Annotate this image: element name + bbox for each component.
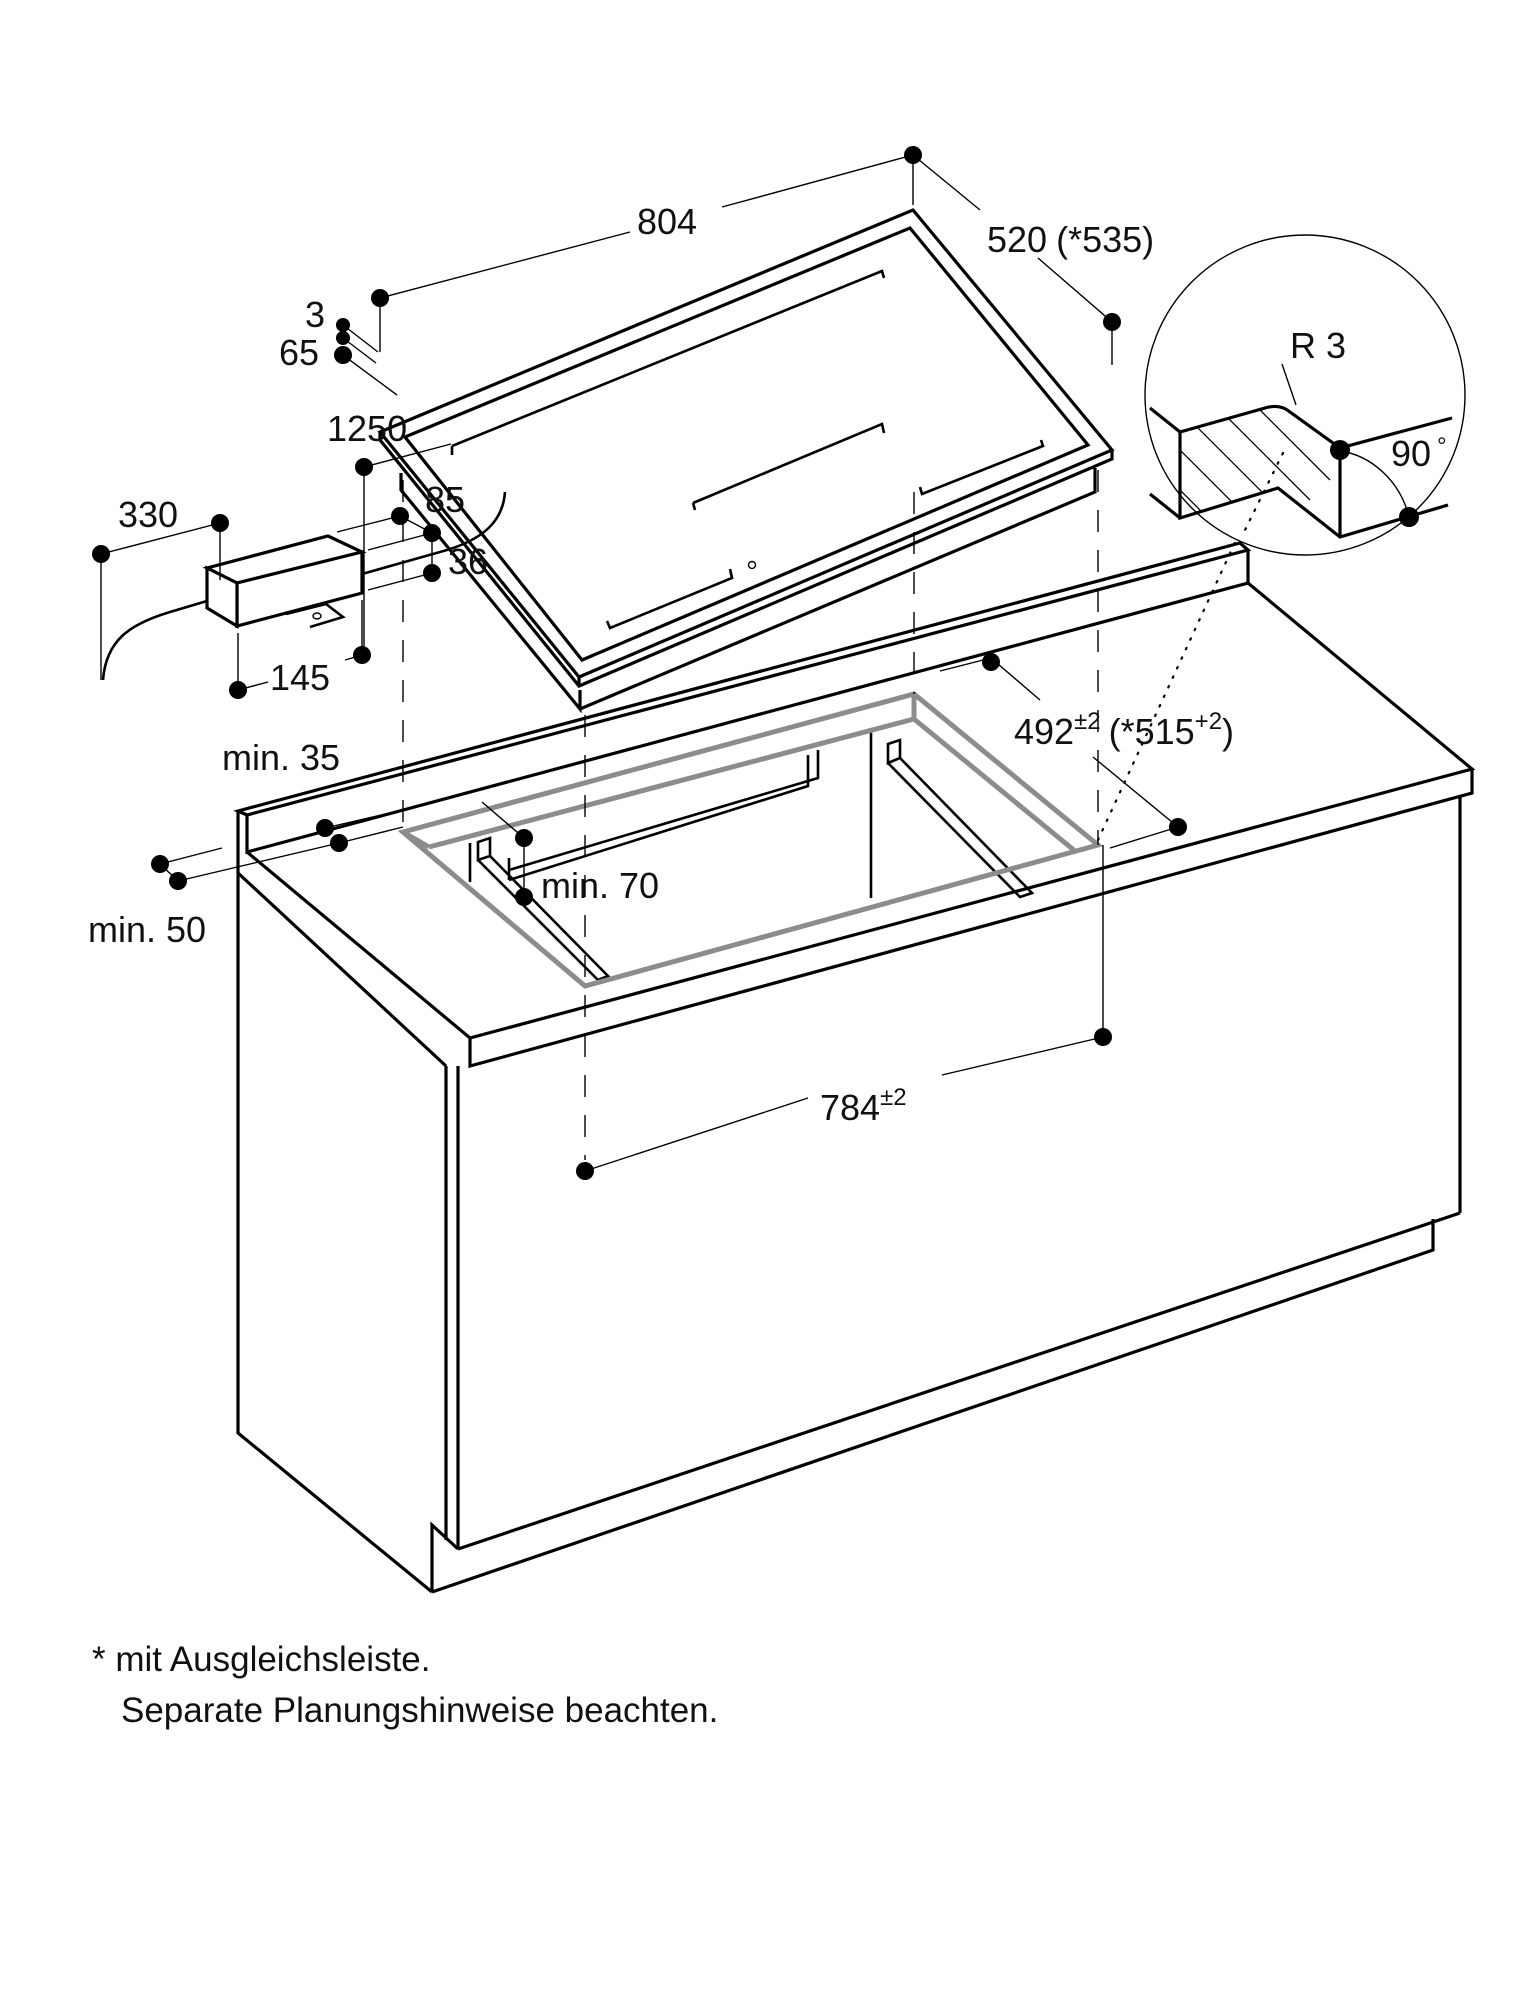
- label-min-back: min. 35: [222, 737, 340, 778]
- dimension-point: [151, 855, 169, 873]
- label-min-front: min. 50: [88, 909, 206, 950]
- label-radius: R 3: [1290, 325, 1346, 366]
- plinth: [431, 1219, 1435, 1594]
- dimension-point: [316, 819, 334, 837]
- cooktop-zone-mark: [450, 269, 886, 455]
- label-cutout-width: 784±2: [820, 1084, 907, 1128]
- label-cooktop-width: 804: [637, 201, 697, 242]
- dimension-point: [423, 524, 441, 542]
- footnote-line-1: * mit Ausgleichsleiste.: [92, 1640, 431, 1679]
- dimension-point: [1169, 818, 1187, 836]
- dimension-point: [391, 507, 409, 525]
- dimension-point: [92, 545, 110, 563]
- detail-magnifier: [1144, 234, 1466, 556]
- cooktop-body: [579, 468, 1097, 711]
- front-rail-left: [508, 755, 810, 882]
- dimension-lines: [92, 146, 1187, 1180]
- power-cable: [361, 491, 507, 576]
- label-cooktop-depth: 520(*535): [987, 219, 1154, 260]
- dimension-point: [1094, 1028, 1112, 1046]
- labels: 804 520(*535) 3 65 1250 330 85 36 145 mi…: [88, 201, 1447, 1128]
- label-box-length: 145: [270, 657, 330, 698]
- plinth-notch: [430, 1521, 460, 1592]
- dimension-point: [1103, 313, 1121, 331]
- label-cable-offset: 330: [118, 494, 178, 535]
- dimension-point: [515, 829, 533, 847]
- label-cable-length: 1250: [327, 408, 407, 449]
- label-box-height: 36: [448, 541, 488, 582]
- label-angle: 90°: [1391, 433, 1447, 474]
- cooktop-sensor-dot: [747, 560, 757, 570]
- cooktop-zone-mark: [691, 422, 886, 511]
- detail-profile-top: [1149, 404, 1453, 450]
- dimension-point: [371, 289, 389, 307]
- dimension-point: [1399, 507, 1419, 527]
- side-rail-left: [477, 855, 611, 982]
- detail-circle: [1144, 234, 1466, 556]
- dimension-point: [576, 1162, 594, 1180]
- dimension-point: [336, 331, 350, 345]
- box-mount-plate: [285, 602, 346, 629]
- dimension-point: [1330, 440, 1350, 460]
- dimension-point: [353, 646, 371, 664]
- dimension-point: [423, 564, 441, 582]
- backsplash-front: [245, 550, 1250, 855]
- dimension-point: [229, 681, 247, 699]
- cooktop-zone-mark: [605, 568, 734, 630]
- dimension-point: [211, 514, 229, 532]
- detail-profile-bottom: [1178, 432, 1449, 539]
- dimension-point: [355, 458, 373, 476]
- footnote-line-2: Separate Planungshinweise beachten.: [121, 1691, 719, 1730]
- label-glass-thickness: 3: [305, 294, 325, 335]
- box-side: [205, 565, 239, 629]
- power-cable-end: [101, 599, 208, 681]
- dimension-point: [330, 834, 348, 852]
- label-min-side: min. 70: [541, 865, 659, 906]
- label-cutout-depth: 492±2(*515+2): [1014, 708, 1234, 752]
- door-bottom-edge: [457, 1211, 1461, 1551]
- label-box-width: 85: [425, 479, 465, 520]
- cooktop: [377, 208, 1115, 714]
- countertop: [233, 541, 1476, 1069]
- counter-front-edge: [468, 769, 1474, 1069]
- radius-leader: [1281, 363, 1297, 406]
- cabinet-left-side: [236, 873, 434, 1594]
- cutout-ledge-right: [911, 694, 1077, 853]
- counter-surface: [245, 581, 1476, 1040]
- dimension-point: [169, 872, 187, 890]
- dimension-point: [982, 653, 1000, 671]
- cabinet: [236, 796, 1462, 1594]
- cooktop-frame: [402, 226, 1091, 662]
- dimension-point: [515, 888, 533, 906]
- side-rail-right: [887, 757, 1035, 899]
- dimension-point: [336, 318, 350, 332]
- connection-box: [101, 491, 507, 681]
- dimension-point: [334, 346, 352, 364]
- cooktop-zone-mark: [918, 439, 1045, 496]
- projection-lines: [402, 470, 1252, 1160]
- label-cooktop-height: 65: [279, 332, 319, 373]
